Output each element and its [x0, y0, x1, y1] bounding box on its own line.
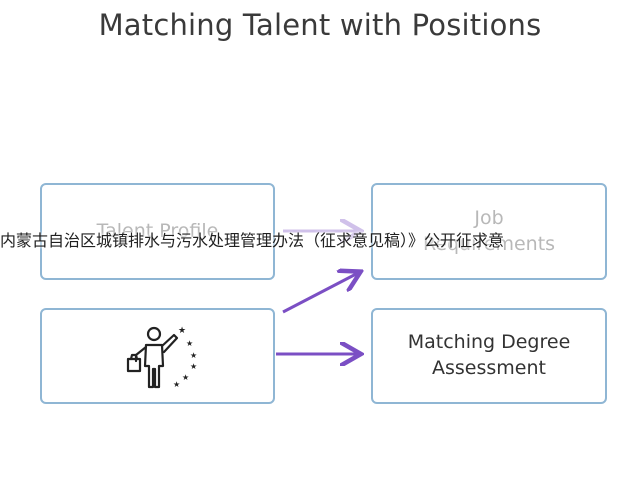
talent-profile-box: Talent Profile — [40, 183, 275, 280]
matching-degree-line1: Matching Degree — [407, 331, 571, 354]
diagram-title: Matching Talent with Positions — [98, 8, 542, 42]
svg-text:★: ★ — [190, 351, 197, 360]
talent-profile-label: Talent Profile — [96, 219, 219, 242]
job-requirements-box: Job Requirements — [371, 183, 607, 280]
overlay-caption-text: 内蒙古自治区城镇排水与污水处理管理办法（征求意见稿）》公开征求意 — [0, 231, 505, 250]
person-with-stars-icon: ★ ★ ★ ★ ★ ★ — [126, 326, 197, 389]
matching-degree-box: Matching Degree Assessment — [371, 308, 607, 404]
svg-text:★: ★ — [182, 373, 189, 382]
svg-text:★: ★ — [186, 339, 193, 348]
svg-text:★: ★ — [178, 326, 186, 336]
overlay-caption: 内蒙古自治区城镇排水与污水处理管理办法（征求意见稿）》公开征求意 — [0, 229, 640, 253]
job-requirements-line2: Requirements — [422, 232, 556, 255]
matching-degree-label: Matching Degree Assessment — [408, 330, 571, 381]
talent-icon-box: ★ ★ ★ ★ ★ ★ — [40, 308, 275, 404]
job-requirements-line1: Job — [474, 206, 504, 229]
arrow-talent-to-job-diagonal — [282, 273, 358, 314]
matching-degree-line2: Assessment — [432, 357, 546, 379]
svg-text:★: ★ — [173, 380, 180, 389]
svg-text:★: ★ — [190, 362, 197, 371]
job-requirements-label: Job Requirements — [423, 206, 555, 257]
